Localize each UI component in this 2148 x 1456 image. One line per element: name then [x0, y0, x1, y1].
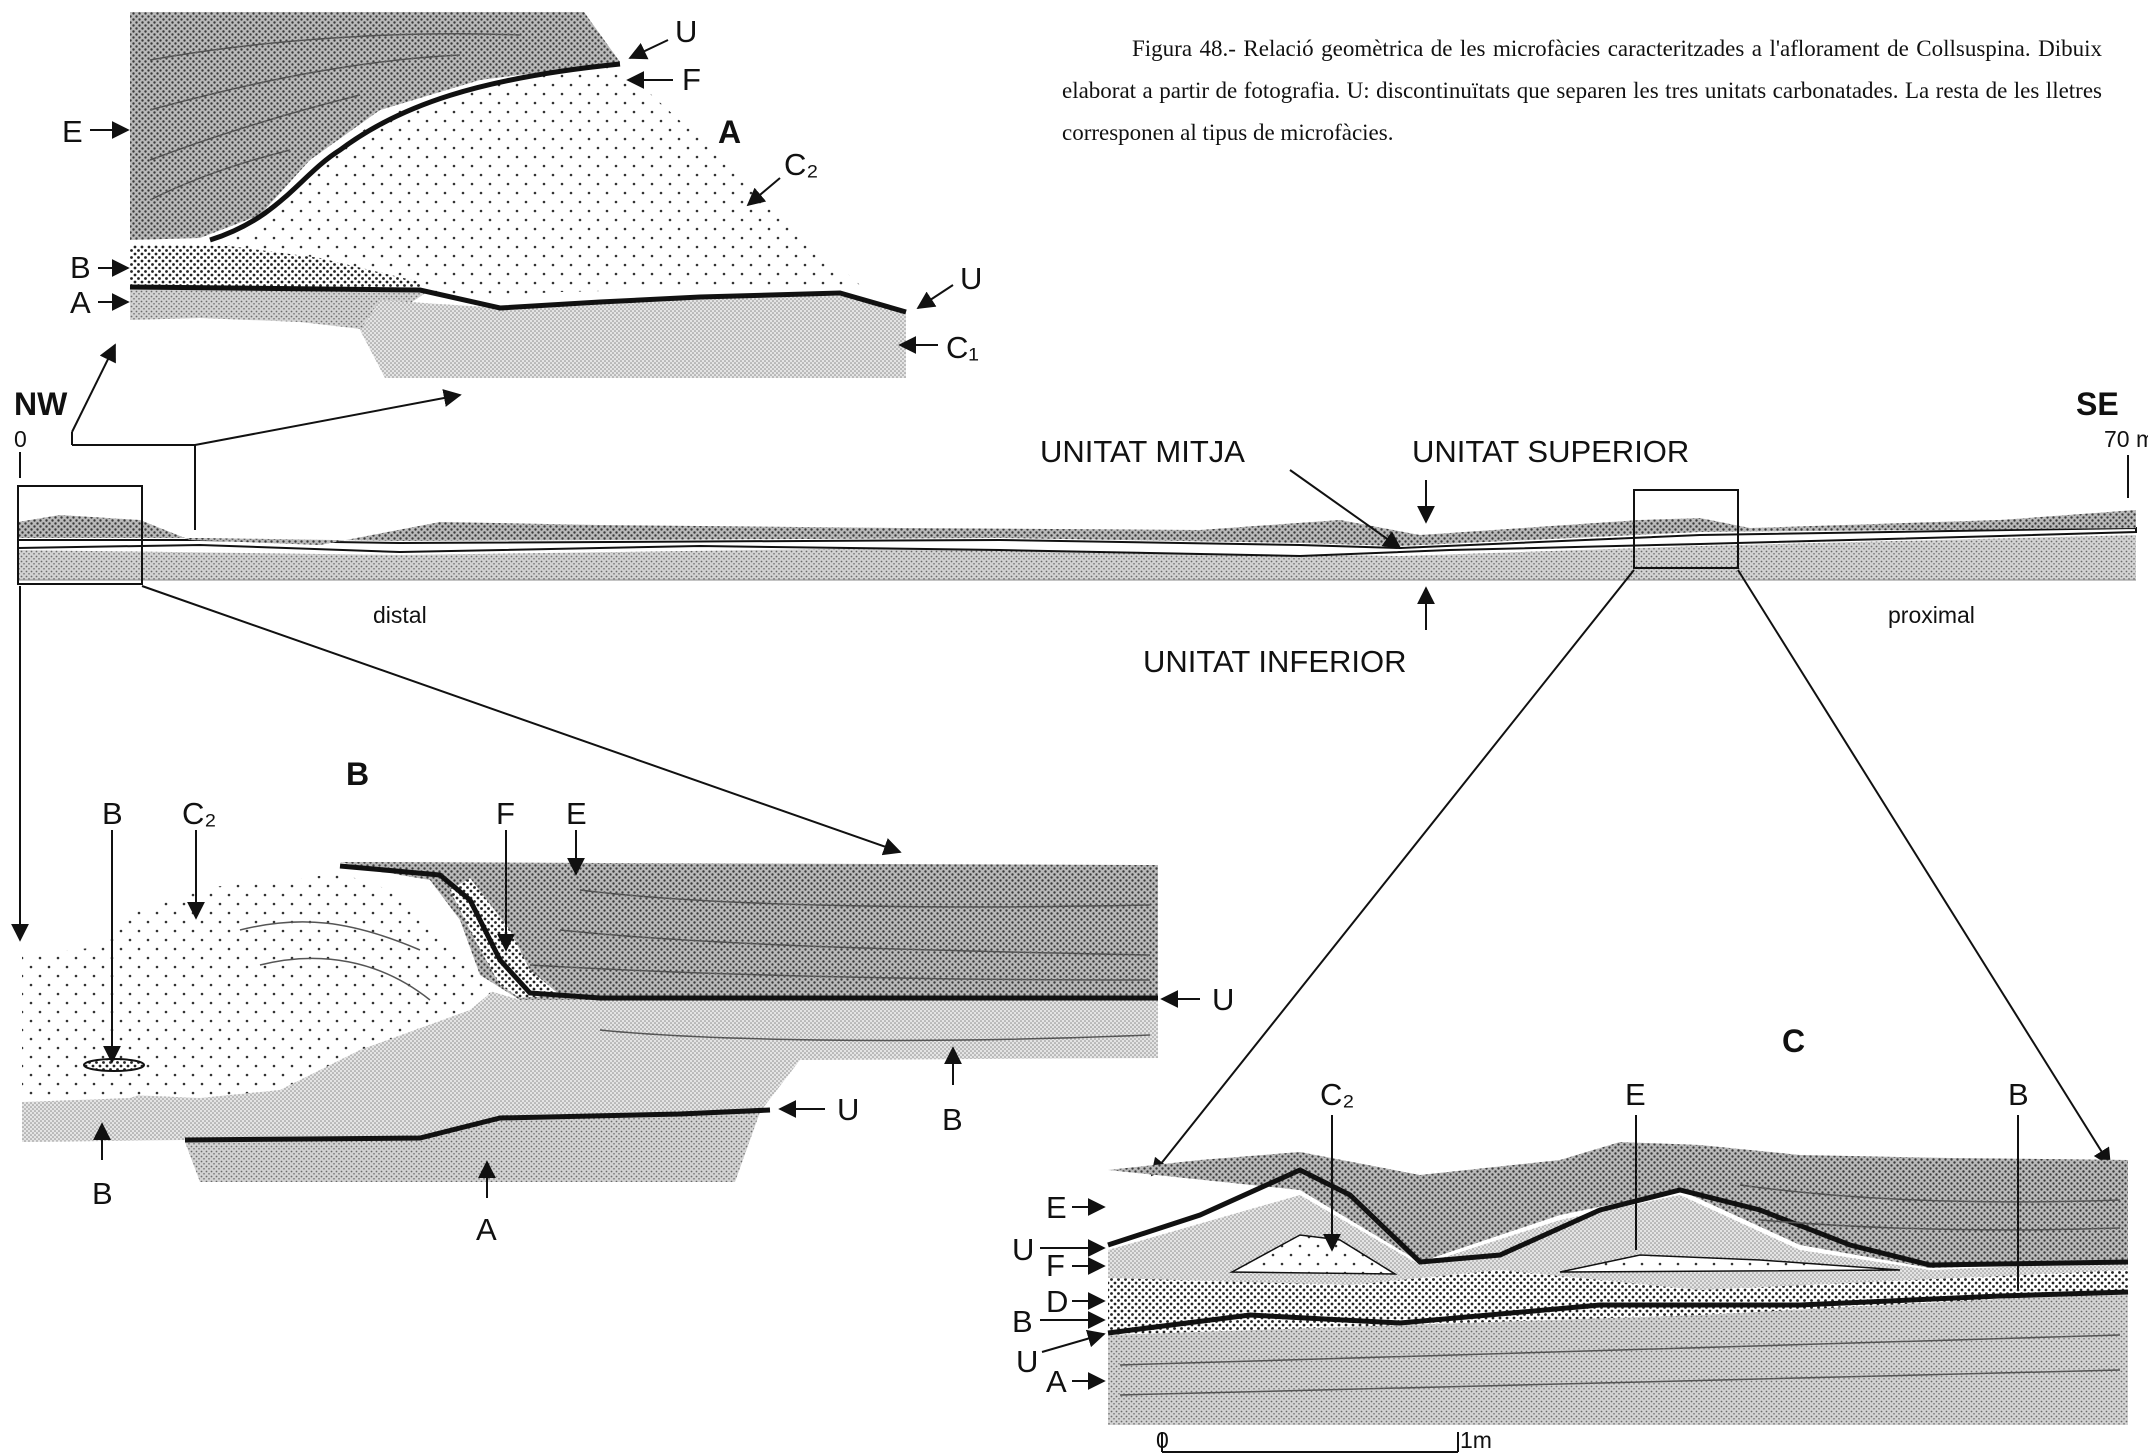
panel-b-title: B: [346, 756, 369, 792]
label-u-right-b: U: [1212, 982, 1234, 1017]
label-c1: C₁: [946, 330, 979, 365]
label-nw: NW: [14, 386, 68, 422]
label-unitat-mitja: UNITAT MITJA: [1040, 434, 1245, 469]
label-70m: 70 m: [2104, 426, 2148, 452]
label-e: E: [62, 114, 83, 149]
label-distal: distal: [373, 602, 427, 628]
label-a: A: [70, 285, 91, 320]
label-b-right: B: [942, 1102, 963, 1137]
panel-b: B C₂ B F E U U B B A: [22, 756, 1234, 1247]
label-a-b: A: [476, 1212, 497, 1247]
label-e-c: E: [1046, 1190, 1067, 1225]
label-f-b: F: [496, 796, 515, 831]
label-c2-c: C₂: [1320, 1077, 1354, 1112]
label-c2: C₂: [784, 147, 818, 182]
label-u1-c: U: [1012, 1232, 1034, 1267]
panel-a: U F E A C₂ B A U C₁: [62, 12, 982, 378]
label-unitat-inferior: UNITAT INFERIOR: [1143, 644, 1407, 679]
facies-b-lens: [84, 1059, 144, 1071]
label-b-top-c: B: [2008, 1077, 2029, 1112]
label-u-bottom: U: [960, 261, 982, 296]
label-se: SE: [2076, 386, 2119, 422]
label-f: F: [682, 62, 701, 97]
label-u2-c: U: [1016, 1344, 1038, 1379]
label-u-mid-b: U: [837, 1092, 859, 1127]
panel-c: C C₂ E B E U F D B U A 0 1m: [1012, 1023, 2128, 1456]
label-b-top: B: [102, 796, 123, 831]
label-a-c: A: [1046, 1364, 1067, 1399]
label-proximal: proximal: [1888, 602, 1975, 628]
label-c2-b: C₂: [182, 796, 216, 831]
label-u-top: U: [675, 14, 697, 49]
label-b-left: B: [92, 1176, 113, 1211]
label-e-b: E: [566, 796, 587, 831]
label-d-c: D: [1046, 1284, 1068, 1319]
panel-c-title: C: [1782, 1023, 1805, 1059]
label-e-top-c: E: [1625, 1077, 1646, 1112]
facies-c1-body: [360, 296, 906, 378]
label-unitat-superior: UNITAT SUPERIOR: [1412, 434, 1689, 469]
scale-start: 0: [1156, 1427, 1169, 1453]
scale-bar: 0 1m: [1156, 1427, 1492, 1456]
label-b: B: [70, 250, 91, 285]
label-f-c: F: [1046, 1248, 1065, 1283]
label-zero: 0: [14, 426, 27, 452]
panel-a-title: A: [718, 114, 741, 150]
cross-section: NW 0 SE 70 m UNITAT MITJA UNITAT SUPERIO…: [14, 386, 2148, 679]
label-b-c: B: [1012, 1304, 1033, 1339]
scale-end: 1m: [1460, 1427, 1492, 1453]
